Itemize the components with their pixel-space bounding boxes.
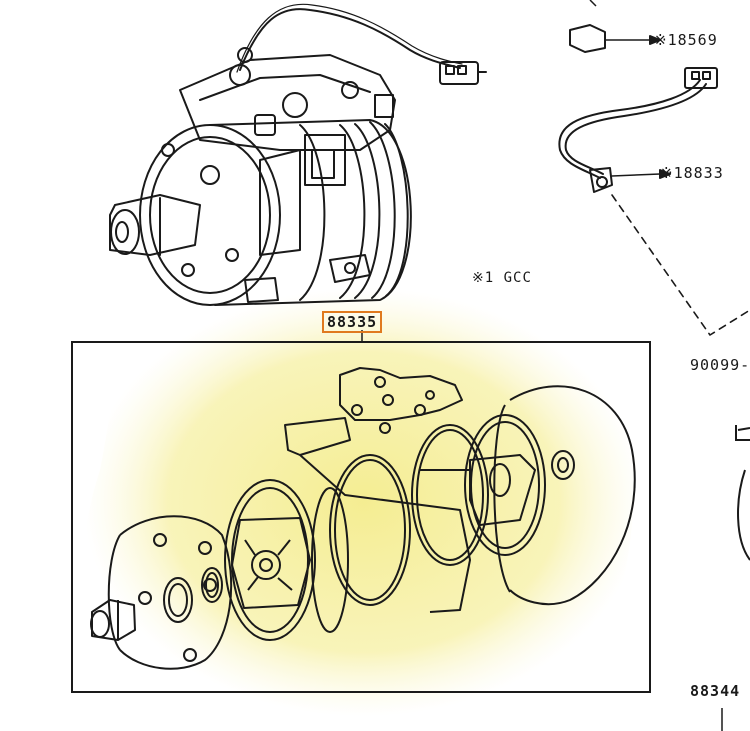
part-number-90099-label: 90099-	[690, 356, 750, 374]
compressor-assembly-illustration	[109, 3, 487, 306]
right-edge-parts	[721, 425, 750, 731]
highlight-area	[83, 287, 644, 717]
wiring-harness-illustration	[558, 67, 750, 336]
part-number-88344-label: 88344	[690, 682, 741, 700]
seal-kit-parts-illustration	[90, 367, 636, 670]
note-1gcc-label: ※1 GCC	[472, 270, 532, 286]
part-number-88335-callout[interactable]: 88335	[322, 311, 383, 333]
part-number-18833-label: ※18833	[660, 164, 724, 182]
part-number-18569-label: ※18569	[654, 31, 718, 49]
pressure-switch-illustration	[569, 0, 661, 53]
